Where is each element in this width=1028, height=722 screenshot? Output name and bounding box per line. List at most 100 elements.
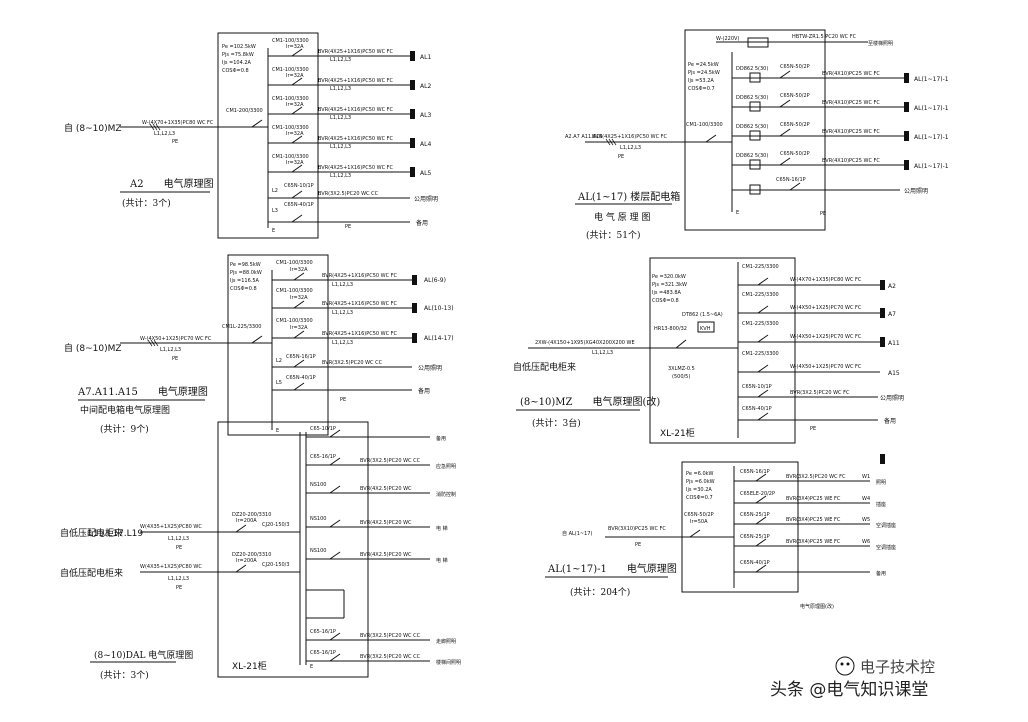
a2-small1: C65N-10/1P — [284, 183, 314, 189]
dal-contactor: CJ20-150/3 — [262, 562, 290, 568]
a2-branches: CM1-100/3300 Ir=32A BVR(4X25+1X16)PC50 W… — [268, 38, 431, 179]
al1-branch-breaker: C65N-16/1P — [740, 469, 770, 475]
al-sub-cable: BVR(4X10)PC25 WC FC — [822, 158, 880, 164]
dal-setting: Ir=200A — [236, 518, 257, 524]
mz-out-public: 公用照明 — [880, 395, 904, 402]
dal-count: (共计：3个) — [100, 669, 149, 681]
a2-output-label: AL3 — [420, 112, 431, 119]
dal-branch-breaker: NS100 — [310, 516, 326, 522]
dal-branch-out: 消防控制 — [436, 491, 456, 498]
dal-box — [217, 421, 369, 678]
al-sub-breaker: C65N-50/2P — [780, 122, 810, 128]
a2-box — [217, 32, 319, 239]
a7-out-spare: 备用 — [418, 387, 430, 395]
dal-branch-breaker: C65-16/1P — [310, 650, 336, 656]
al-main-breaker: CM1-100/3300 — [686, 122, 723, 128]
a2-branch-cable: BVR(4X25+1X16)PC50 WC FC — [318, 49, 394, 55]
a2-l3: L3 — [272, 208, 278, 214]
a2-branch-setting: Ir=32A — [286, 160, 304, 166]
dal-branch-cable: BVR(3X2.5)PC20 WC CC — [360, 633, 421, 639]
a2-main-breaker: CM1-200/3300 — [226, 108, 263, 114]
mz-output-label: A2 — [888, 283, 896, 290]
dal-branch-out: 备用 — [436, 435, 446, 442]
al1-feed-from: 自 AL(1~17) — [562, 530, 592, 537]
al-meter: DD862 5(30) — [736, 124, 768, 130]
al1-branch: C65N-25/1P BVR(3X4)PC25 WE FC W6 空调插座 — [734, 534, 896, 551]
a2-branch-cable: BVR(4X25+1X16)PC50 WC FC — [318, 78, 394, 84]
mz-feed-from: 自低压配电柜来 — [513, 361, 576, 373]
al1-branch: C65N-16/1P BVR(3X2.5)PC20 WC FC W1 照明 — [734, 469, 886, 486]
al1-title: AL(1~17)-1 电气原理图 — [547, 562, 677, 575]
al1-branch: C65ELE-20/2P BVR(3X4)PC25 WE FC W4 插座 — [734, 491, 886, 508]
a7-param: Pe =98.5kW — [230, 262, 261, 268]
a7-l5: L5 — [276, 380, 282, 386]
mz-out-spare: 备用 — [884, 417, 896, 425]
diagram-dal: E 自低压配电柜来 L15.L17.L19 W(4X35+1X25)PC80 W… — [60, 421, 461, 681]
al-sub-breaker: C65N-50/2P — [780, 93, 810, 99]
dal-switch: DZ20-200/3310 — [232, 512, 271, 518]
al-box — [684, 29, 826, 231]
al-param: Ijs =53.2A — [688, 78, 714, 84]
dal-xl: XL-21柜 — [232, 660, 267, 672]
a7-branch-phase: L1,L2,L3 — [332, 340, 353, 346]
al-feed-cable: BVR(4X25+1X16)PC50 WC FC — [592, 134, 668, 140]
dal-feed-from: 自低压配电柜来 — [60, 527, 123, 539]
a2-branch-phase: L1,L2,L3 — [330, 144, 351, 150]
al-sub-cable: BVR(4X10)PC25 WC FC — [822, 71, 880, 77]
a2-output-label: AL2 — [420, 83, 431, 90]
mz-branch-cable: W-(4X50+1X25)PC70 WC FC — [790, 334, 862, 340]
a7-branch: CM1-100/3300 Ir=32A BVR(4X25+1X16)PC50 W… — [272, 288, 454, 316]
a7-branch-breaker: CM1-100/3300 — [276, 288, 313, 294]
al1-branch-cable: BVR(3X4)PC25 WE FC — [786, 539, 841, 545]
al-sub-cable: BVR(4X10)PC25 WC FC — [822, 129, 880, 135]
al-meter: DD862 5(30) — [736, 153, 768, 159]
al-param: COSΦ=0.7 — [688, 86, 715, 92]
al-sub-breaker: C65N-50/2P — [780, 151, 810, 157]
mz-branch: CM1-225/3300 W-(4X70+1X35)PC80 WC FC A2 — [738, 264, 896, 290]
al-output-label: AL(1~17)-1 — [914, 163, 949, 170]
a7-out-public: 公用照明 — [418, 365, 442, 372]
al1-param: COSΦ=0.7 — [686, 495, 713, 501]
watermark-text2: 电子技术控 — [860, 658, 935, 676]
a7-branch-setting: Ir=32A — [290, 325, 308, 331]
a2-branch-phase: L1,L2,L3 — [330, 57, 351, 63]
a2-branch-cable: BVR(4X25+1X16)PC50 WC FC — [318, 136, 394, 142]
dal-branch: NS100 BVR(4X2.5)PC20 WC 消防控制 — [306, 482, 456, 498]
al-param: Pjs =24.5kW — [688, 70, 720, 76]
a7-branch: CM1-100/3300 Ir=32A BVR(4X25+1X16)PC50 W… — [272, 260, 446, 288]
a2-param: Ijs =104.2A — [222, 60, 252, 66]
al1-main-setting: Ir=50A — [690, 519, 708, 525]
al-top-note2: 至楼梯照明 — [868, 40, 893, 47]
al1-branch-dest: 空调插座 — [876, 544, 896, 551]
al-feed-phase: L1,L2,L3 — [620, 145, 641, 151]
a2-branch-phase: L1,L2,L3 — [330, 173, 351, 179]
watermark: 电子技术控 头条 @电气知识课堂 — [770, 656, 935, 700]
mz-feed-phase: L1,L2,L3 — [592, 350, 613, 356]
al-count: (共计：51个) — [586, 229, 640, 241]
a2-branch-setting: Ir=32A — [286, 44, 304, 50]
a2-branch: CM1-100/3300 Ir=32A BVR(4X25+1X16)PC50 W… — [268, 125, 431, 150]
al-top-note: HBTW-ZR1.5 PC20 WC FC — [792, 34, 857, 40]
a2-small1-cable: BVR(3X2.5)PC20 WC CC — [318, 191, 379, 197]
a2-title: A2 电气原理图 — [129, 177, 214, 190]
dal-title: (8~10)DAL 电气原理图 — [94, 649, 193, 661]
a2-feed-from: 自 (8~10)MZ — [64, 122, 122, 134]
mz-small1-cable: BVR(3X2.5)PC20 WC FC — [790, 390, 850, 396]
al-small: C65N-16/1P — [776, 177, 806, 183]
al1-branch-breaker: C65N-25/1P — [740, 512, 770, 518]
mz-small2: C65N-40/1P — [742, 406, 772, 412]
al1-branch-out: W5 — [862, 517, 870, 523]
al-branch: DD862 5(30) C65N-50/2P BVR(4X10)PC25 WC … — [732, 93, 949, 112]
a7-branch-setting: Ir=32A — [290, 267, 308, 273]
a2-pe: PE — [345, 224, 351, 230]
diagram-al-box: W-(220V) HBTW-ZR1.5 PC20 WC FC 至楼梯照明 Pe … — [565, 29, 949, 241]
al-meter: DD862 5(30) — [736, 95, 768, 101]
al-title: AL(1~17) 楼层配电箱 — [577, 190, 680, 203]
al1-branch-dest: 插座 — [876, 501, 886, 508]
al1-branch-breaker: C65ELE-20/2P — [740, 491, 775, 497]
a7-l2: L2 — [276, 358, 282, 364]
a2-branch: CM1-100/3300 Ir=32A BVR(4X25+1X16)PC50 W… — [268, 67, 431, 92]
mz-title: (8~10)MZ 电气原理图(改) — [520, 395, 660, 408]
al1-note: 电气原理图(改) — [800, 603, 834, 610]
